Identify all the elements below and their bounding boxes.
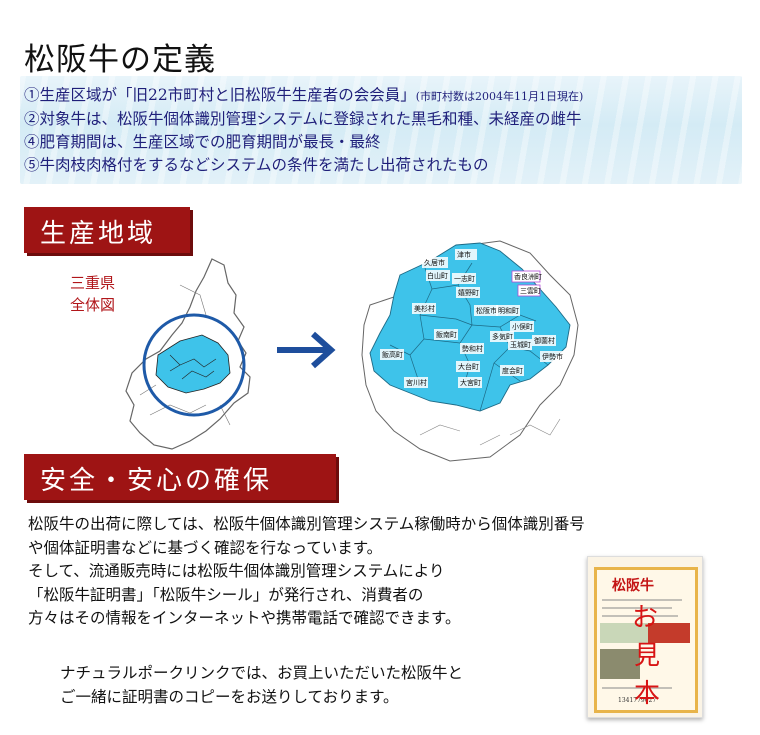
- certificate-number: 1341779027: [618, 697, 657, 704]
- mie-overview-label: 三重県 全体図: [70, 274, 116, 314]
- safety-paragraph: 松阪牛の出荷に際しては、松阪牛個体識別管理システム稼働時から個体識別番号 や個体…: [28, 515, 585, 627]
- town-label: 明和町: [498, 306, 519, 315]
- town-label: 嬉野町: [458, 288, 479, 297]
- town-label: 玉城町: [510, 341, 531, 349]
- definition-item-1: ①生産区域が「旧22市町村と旧松阪牛生産者の会会員」(市町村数は2004年11月…: [24, 86, 584, 104]
- town-label: 度会町: [502, 366, 523, 375]
- definition-item-5: ⑤牛肉枝肉格付をするなどシステムの条件を満たし出荷されたもの: [24, 156, 489, 174]
- town-label: 白山町: [427, 271, 448, 280]
- town-label: 宮川村: [406, 378, 427, 387]
- region-heading: 生産地域: [24, 207, 190, 253]
- town-label: 御薗村: [534, 336, 555, 345]
- sample-stamp-1: お: [632, 603, 659, 633]
- town-label: 香良洲町: [514, 272, 542, 281]
- page-title: 松阪牛の定義: [24, 42, 216, 78]
- town-label: 多気町: [492, 332, 513, 341]
- mie-prefecture-map: [125, 258, 251, 450]
- safety-heading: 安全・安心の確保: [24, 454, 336, 500]
- definition-banner: ①生産区域が「旧22市町村と旧松阪牛生産者の会会員」(市町村数は2004年11月…: [20, 76, 742, 184]
- town-label: 勢和村: [462, 344, 483, 353]
- arrow-right-icon: [277, 331, 336, 369]
- town-label: 久居市: [424, 258, 445, 267]
- sample-stamp-2: 見: [634, 641, 661, 671]
- town-label: 美杉村: [414, 304, 435, 313]
- sample-stamp-3: 本: [634, 679, 661, 709]
- certificate-sample-image: 松阪牛 1341779027 お 見 本: [587, 556, 703, 718]
- town-label: 松阪市: [476, 306, 497, 315]
- town-label: 伊勢市: [542, 352, 563, 361]
- production-region-map: 津市 久居市 白山町 一志町 嬉野町 美杉村 松阪市 飯南町 明和町 小俣町 多…: [361, 240, 579, 462]
- town-labels: 津市 久居市 白山町 一志町 嬉野町 美杉村 松阪市 飯南町 明和町 小俣町 多…: [380, 249, 564, 388]
- town-label: 津市: [457, 250, 471, 259]
- closing-note: ナチュラルポークリンクでは、お買上いただいた松阪牛と ご一緒に証明書のコピーをお…: [60, 664, 464, 706]
- town-label: 大台町: [458, 362, 479, 371]
- town-label: 飯高町: [382, 350, 403, 359]
- town-label: 一志町: [454, 274, 475, 283]
- town-label: 飯南町: [436, 330, 457, 339]
- town-label: 小俣町: [512, 322, 533, 331]
- town-label: 三雲町: [520, 287, 541, 295]
- town-label: 大宮町: [460, 378, 481, 387]
- definition-item-4: ④肥育期間は、生産区域での肥育期間が最長・最終: [24, 133, 381, 151]
- certificate-title: 松阪牛: [612, 578, 654, 594]
- definition-item-2: ②対象牛は、松阪牛個体識別管理システムに登録された黒毛和種、未経産の雌牛: [24, 110, 582, 128]
